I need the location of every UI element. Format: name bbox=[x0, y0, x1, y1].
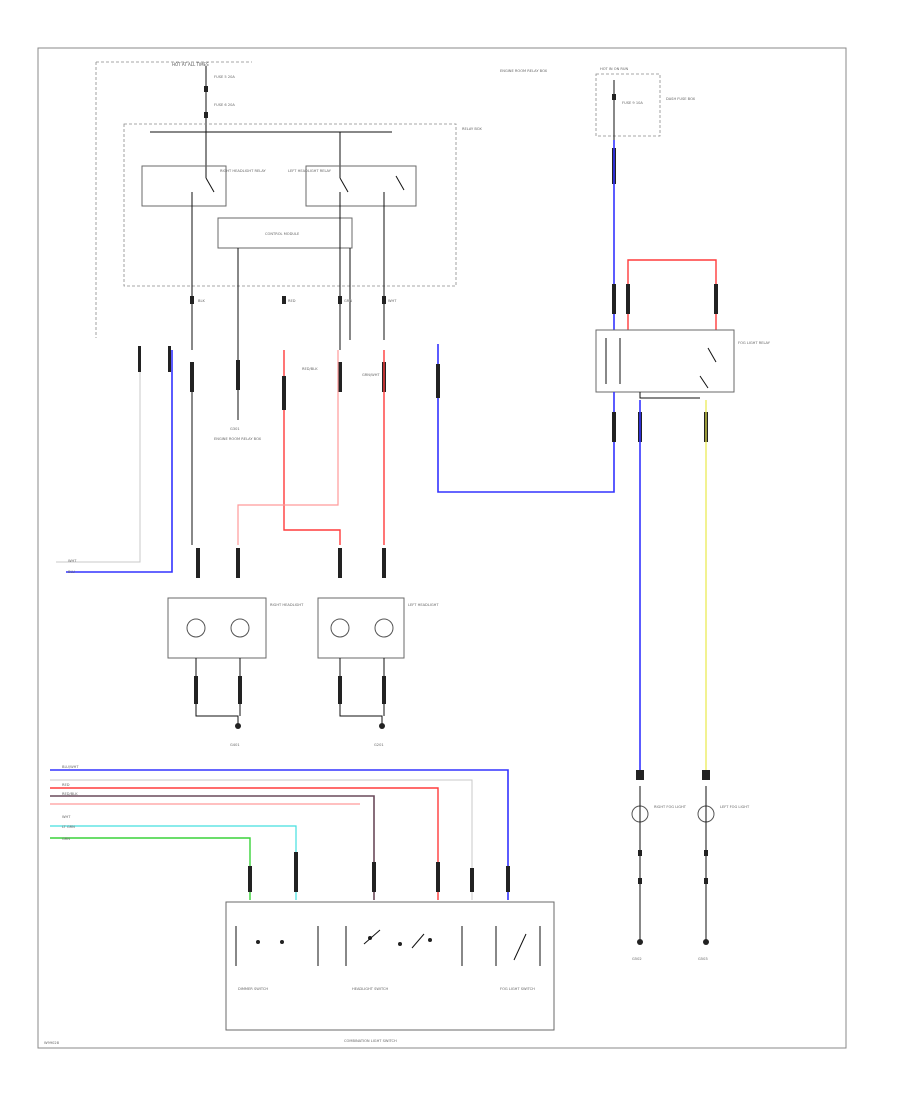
fuse-a2-label: FUSE 6 20A bbox=[214, 103, 235, 107]
left-headlight-low-lamp bbox=[374, 618, 394, 638]
svg-text:WHT: WHT bbox=[388, 299, 397, 303]
svg-text:GRN/WHT: GRN/WHT bbox=[362, 373, 380, 377]
wire-blue-to-relay bbox=[437, 344, 615, 493]
ground-a-label: G301 bbox=[230, 427, 240, 431]
combination-switch-label: COMBINATION LIGHT SWITCH bbox=[344, 1039, 397, 1043]
svg-text:LT GRN: LT GRN bbox=[62, 825, 75, 829]
fuse-a-label: FUSE 5 20A bbox=[214, 75, 235, 79]
left-headlight-relay bbox=[305, 165, 417, 207]
svg-text:WHT: WHT bbox=[62, 815, 71, 819]
wire-pink-cross bbox=[237, 350, 339, 545]
engine-room-relay-box-label: ENGINE ROOM RELAY BOX bbox=[500, 69, 548, 73]
wire-white-left bbox=[56, 372, 141, 563]
right-headlight-relay-label: RIGHT HEADLIGHT RELAY bbox=[220, 169, 266, 173]
headlight-switch-label: HEADLIGHT SWITCH bbox=[352, 987, 388, 991]
svg-text:BLU/WHT: BLU/WHT bbox=[62, 765, 79, 769]
relay-box-border bbox=[123, 123, 457, 287]
svg-text:WHT: WHT bbox=[68, 559, 77, 563]
left-headlight bbox=[317, 597, 405, 659]
bus-blue bbox=[50, 769, 509, 900]
ground-d-label: G502 bbox=[632, 957, 642, 961]
right-headlight-high-lamp bbox=[186, 618, 206, 638]
right-fog-light-label: RIGHT FOG LIGHT bbox=[654, 805, 687, 809]
left-fog-light-label: LEFT FOG LIGHT bbox=[720, 805, 750, 809]
bus-green bbox=[50, 837, 251, 900]
svg-text:ENGINE ROOM RELAY BOX: ENGINE ROOM RELAY BOX bbox=[214, 437, 262, 441]
diagram-frame bbox=[37, 47, 847, 1049]
control-module-label: CONTROL MODULE bbox=[265, 232, 300, 236]
bus-red-1 bbox=[50, 787, 439, 900]
svg-text:RED/BLK: RED/BLK bbox=[62, 792, 78, 796]
right-headlight-relay bbox=[141, 165, 227, 207]
dash-fuse-box-label: DASH FUSE BOX bbox=[666, 97, 696, 101]
wire-blue-left bbox=[66, 350, 173, 573]
svg-text:RED: RED bbox=[62, 783, 70, 787]
left-headlight-relay-label: LEFT HEADLIGHT RELAY bbox=[288, 169, 332, 173]
svg-text:RED: RED bbox=[288, 299, 296, 303]
wire-red-fog-relay bbox=[627, 259, 717, 330]
fog-light-switch-label: FOG LIGHT SWITCH bbox=[500, 987, 535, 991]
fuse-b-label: FUSE 9 10A bbox=[622, 101, 643, 105]
fog-light-relay-label: FOG LIGHT RELAY bbox=[738, 341, 771, 345]
dimmer-switch-label: DIMMER SWITCH bbox=[238, 987, 268, 991]
left-headlight-label: LEFT HEADLIGHT bbox=[408, 603, 439, 607]
left-headlight-high-lamp bbox=[330, 618, 350, 638]
svg-text:BLU: BLU bbox=[68, 570, 75, 574]
ground-c-label: G201 bbox=[374, 743, 384, 747]
footer-code: W99028 bbox=[44, 1041, 60, 1045]
hot-at-all-times-label: HOT AT ALL TIMES bbox=[172, 62, 209, 67]
right-headlight-low-lamp bbox=[230, 618, 250, 638]
bus-cyan bbox=[50, 825, 297, 900]
dash-fuse-box-border bbox=[595, 73, 661, 137]
combination-switch bbox=[225, 901, 555, 1031]
bus-dark-red bbox=[50, 795, 375, 900]
svg-text:GRN: GRN bbox=[344, 299, 352, 303]
hot-in-on-run-label: HOT IN ON RUN bbox=[600, 67, 629, 71]
ground-b-label: G401 bbox=[230, 743, 240, 747]
wire-red-right-headlight bbox=[283, 350, 341, 545]
relay-box-label: RELAY BOX bbox=[462, 127, 482, 131]
ground-e-label: G503 bbox=[698, 957, 708, 961]
right-headlight-label: RIGHT HEADLIGHT bbox=[270, 603, 304, 607]
svg-text:RED/BLK: RED/BLK bbox=[302, 367, 318, 371]
right-headlight bbox=[167, 597, 267, 659]
svg-text:GRN: GRN bbox=[62, 837, 70, 841]
fog-light-relay bbox=[595, 329, 735, 393]
control-module bbox=[217, 217, 353, 249]
svg-text:BLK: BLK bbox=[198, 299, 205, 303]
